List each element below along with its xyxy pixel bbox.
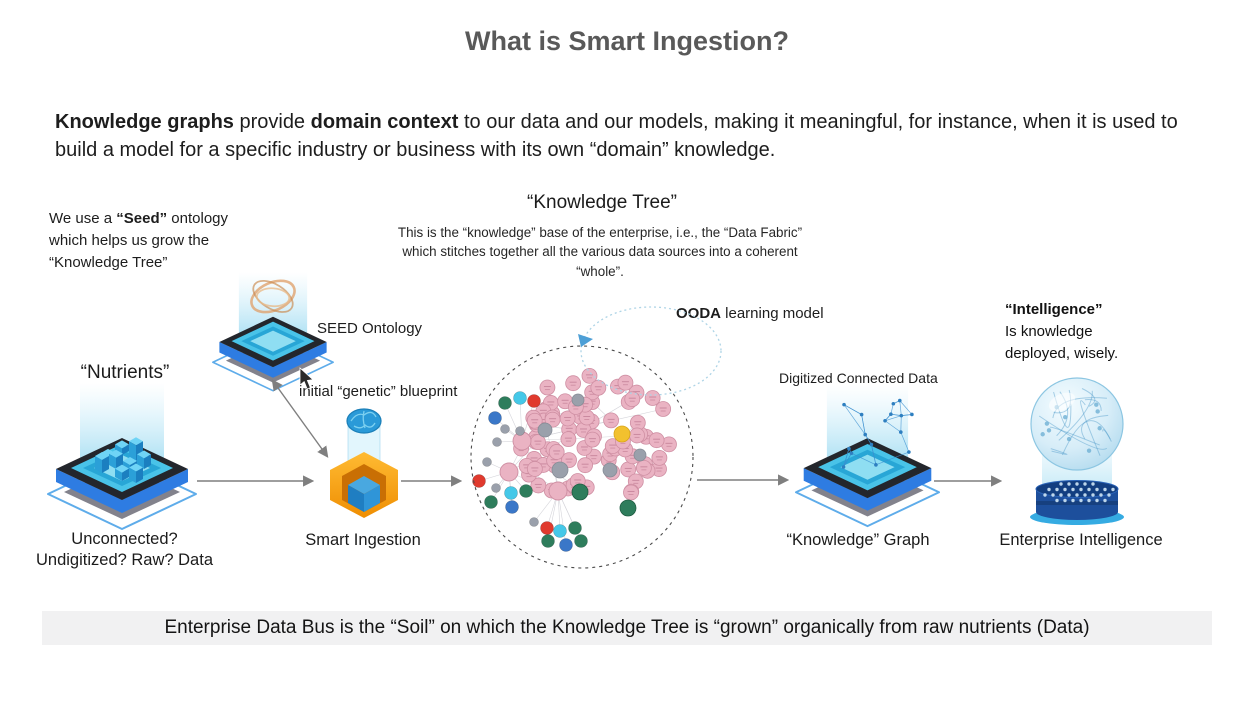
intelligence-line2: Is knowledge: [1005, 322, 1093, 340]
knowledge-tree-description: This is the “knowledge” base of the ente…: [397, 225, 803, 279]
ooda-label: OODA learning model: [676, 305, 824, 322]
intro-text-rest: to our data and our models, making it me…: [55, 111, 1178, 162]
caption-raw-data: Unconnected? Undigitized? Raw? Data: [27, 529, 222, 572]
brain-icon: [346, 408, 382, 434]
intro-bold-domain-context: domain context: [310, 111, 459, 133]
footer-text: Enterprise Data Bus is the “Soil” on whi…: [164, 617, 1090, 638]
caption-raw-data-line2: Undigitized? Raw? Data: [35, 551, 213, 570]
genetic-blueprint-label: initial “genetic” blueprint: [299, 383, 458, 400]
seed-note-text-rest: ontology which helps us grow the “Knowle…: [49, 210, 229, 272]
nutrients-platform-icon: [42, 383, 202, 533]
seed-note-text: We use a: [49, 210, 117, 227]
caption-knowledge-graph: “Knowledge” Graph: [786, 531, 930, 549]
intelligence-note: “Intelligence” Is knowledge deployed, wi…: [1005, 299, 1175, 364]
knowledge-graph-cluster: [472, 367, 677, 552]
seed-ontology-platform-icon: [208, 272, 338, 394]
smart-ingestion-cube-icon: [330, 408, 398, 518]
intro-text: provide: [233, 111, 311, 133]
seed-ontology-label: SEED Ontology: [317, 320, 423, 337]
digitized-data-label: Digitized Connected Data: [779, 370, 938, 386]
caption-enterprise-intelligence: Enterprise Intelligence: [999, 531, 1163, 549]
dashed-boundary-circle: [470, 345, 694, 569]
intro-bold-knowledge-graphs: Knowledge graphs: [55, 111, 234, 133]
page-title: What is Smart Ingestion?: [464, 26, 790, 56]
knowledge-graph-platform-icon: [790, 385, 945, 530]
knowledge-tree-heading: “Knowledge Tree”: [527, 192, 677, 213]
caption-smart-ingestion: Smart Ingestion: [305, 531, 421, 549]
intro-paragraph: Knowledge graphs provide domain context …: [55, 108, 1205, 165]
intelligence-bold: “Intelligence”: [1005, 301, 1103, 318]
nutrients-label: “Nutrients”: [80, 362, 170, 383]
ooda-bold: OODA: [676, 305, 721, 322]
footer-banner: Enterprise Data Bus is the “Soil” on whi…: [42, 611, 1212, 645]
knowledge-sphere-icon: [1030, 377, 1124, 471]
ooda-rest: learning model: [721, 305, 824, 322]
enterprise-intelligence-icon: [1030, 377, 1124, 525]
intelligence-line3: deployed, wisely.: [1005, 344, 1119, 362]
caption-raw-data-line1: Unconnected?: [71, 530, 178, 548]
seed-note-bold: “Seed”: [116, 210, 168, 227]
seed-ontology-note: We use a “Seed” ontology which helps us …: [49, 208, 264, 275]
